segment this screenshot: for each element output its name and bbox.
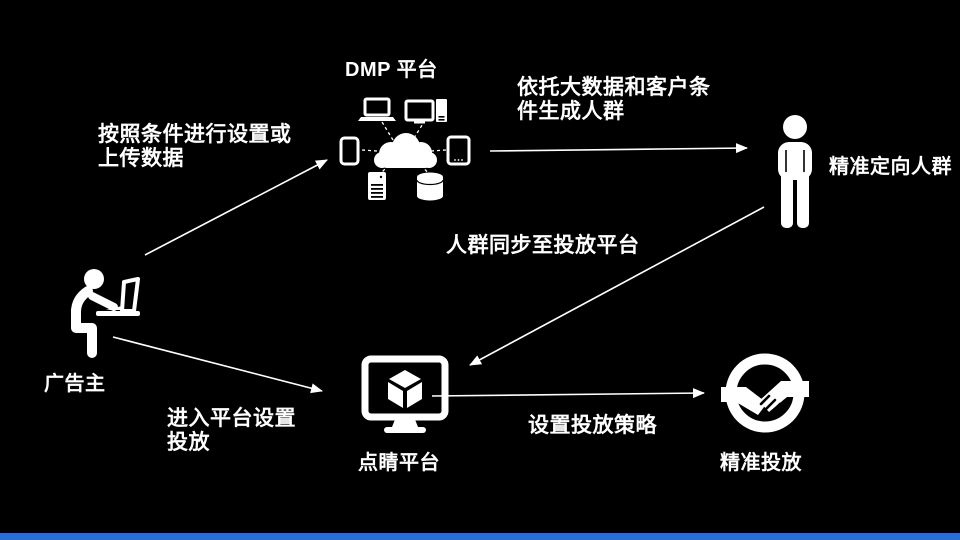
handshake-left-arm [721,387,767,415]
desktop-icon [404,99,447,124]
advertiser-leg [71,305,97,358]
handshake-fingers [759,394,782,414]
monitor-cube-icon [360,355,450,440]
laptop-icon [358,97,396,121]
person-leg-right [797,172,809,228]
person-at-desk-icon [48,266,148,361]
annotation-strategy: 设置投放策略 [528,414,657,437]
dmp-platform-label: DMP 平台 [345,59,438,81]
arrow-platform-to-delivery [431,388,705,399]
dmp-cluster-icon [336,94,476,206]
tablet-icon [446,135,471,166]
annotation-setup-line2: 上传数据 [98,147,184,170]
annotation-setup: 按照条件进行设置或 上传数据 [98,123,292,171]
database-icon [416,172,444,201]
desk-keyboard [106,306,124,310]
person-icon [772,114,818,232]
arrow-advertiser-to-dmp [144,159,328,256]
server-icon [368,172,386,200]
annotation-enter-line1: 进入平台设置 [167,407,296,430]
annotation-enter: 进入平台设置 投放 [167,407,296,455]
annotation-setup-line1: 按照条件进行设置或 [98,123,292,146]
cube-icon [388,370,422,408]
cloud-icon [374,133,437,168]
annotation-generate: 依托大数据和客户条 件生成人群 [517,76,711,124]
arrow-audience-to-platform [469,206,765,366]
advertiser-arm [88,292,118,311]
handshake-icon [719,352,811,440]
annotation-enter-line2: 投放 [167,431,210,454]
annotation-sync: 人群同步至投放平台 [446,234,640,257]
arrow-advertiser-to-platform [112,336,323,394]
bottom-accent-bar [0,533,960,540]
monitor-stand [392,417,418,427]
arrow-dmp-to-audience [489,143,748,154]
person-leg-left [781,172,793,228]
smartphone-icon [339,136,360,166]
person-head [783,115,807,139]
monitor-base [384,427,426,433]
desk-monitor [120,277,140,313]
advertiser-label: 广告主 [44,373,106,395]
advertiser-head [84,269,104,289]
annotation-generate-line1: 依托大数据和客户条 [517,76,711,99]
audience-label: 精准定向人群 [829,156,952,178]
platform-label: 点睛平台 [358,452,440,474]
annotation-generate-line2: 件生成人群 [517,100,625,123]
delivery-label: 精准投放 [720,452,802,474]
